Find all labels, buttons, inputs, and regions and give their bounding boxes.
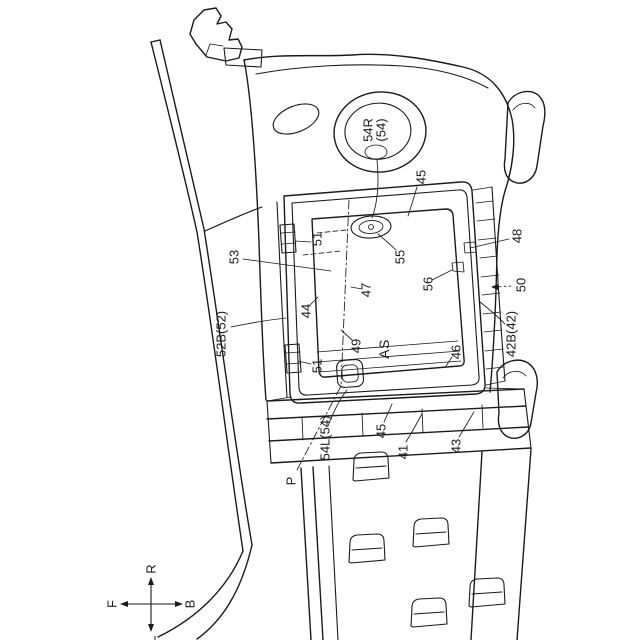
ref-label-53: 53	[227, 250, 242, 264]
frame-mid	[291, 189, 480, 396]
bracket-top-right	[503, 90, 546, 184]
seal-strip-hatching	[475, 200, 505, 370]
ref-label-56: 56	[421, 277, 436, 291]
compass-arrow-right	[175, 601, 183, 607]
leader-49	[340, 329, 353, 341]
ref-label-54r: 54R(54)	[360, 118, 388, 142]
hinge-tab-upper	[279, 223, 297, 254]
opening-floor-lines	[316, 340, 462, 373]
leader-45-top	[407, 186, 418, 217]
filler-outer-ring	[333, 91, 427, 173]
floor-cleat-3	[348, 533, 386, 564]
opening-frame	[276, 181, 506, 471]
body-shoulder-line	[204, 206, 263, 232]
bed-wall-left-inner	[328, 465, 339, 640]
floor-cleat-5	[410, 597, 448, 628]
leader-41	[405, 413, 423, 443]
floor-cleat-4	[468, 577, 506, 608]
ref-label-45-bottom: 45	[374, 424, 389, 438]
label-layer: 54R(54) 45 48 50 42B(42) 53 51 55 56 44 47 49 AS 46 52…	[214, 118, 529, 485]
latch-handle-54l	[336, 359, 365, 388]
ref-label-41: 41	[396, 445, 411, 459]
seal-clip-56	[451, 261, 465, 273]
ref-label-51-upper: 51	[310, 232, 325, 246]
frame-inner-opening	[311, 208, 465, 378]
ref-label-as: AS	[376, 339, 392, 359]
ref-label-47: 47	[359, 283, 374, 297]
bed-wall-right	[470, 448, 532, 640]
compass-label-right: R	[144, 564, 159, 573]
compass-arrow-left	[120, 601, 128, 607]
bracket-bottom-right-detail	[502, 370, 527, 379]
ref-label-49: 49	[349, 339, 364, 353]
leader-44	[309, 296, 319, 306]
roof-clip-base	[223, 47, 263, 68]
frame-left-flange	[276, 201, 288, 398]
cab-edge-inner	[159, 39, 253, 640]
ref-label-48: 48	[510, 229, 525, 243]
leader-43	[458, 411, 475, 438]
leader-48	[469, 238, 510, 249]
hidden-edge-dashed-1	[302, 250, 342, 256]
fuel-filler-54r	[333, 91, 427, 173]
vehicle-body	[150, 7, 546, 640]
leader-54l	[327, 389, 348, 427]
ref-label-52b: 52B(52)	[214, 311, 229, 357]
ref-label-42b: 42B(42)	[504, 311, 519, 357]
seal-clip-48	[463, 241, 477, 254]
roof-clip-part	[189, 7, 243, 62]
body-panel-inner-contour	[255, 64, 489, 89]
bed-wall-left	[300, 466, 324, 640]
body-hole-oval	[272, 103, 320, 135]
inner-cap-55	[350, 215, 392, 239]
leader-55	[377, 233, 397, 251]
leader-45-bottom	[383, 403, 393, 423]
floor-cleat-1	[352, 451, 390, 482]
ref-label-43: 43	[449, 439, 464, 453]
leader-53	[242, 258, 332, 272]
ref-label-50: 50	[514, 278, 529, 292]
ref-label-p: P	[284, 477, 299, 486]
hinge-tab-lower	[284, 343, 302, 374]
leader-46	[445, 356, 453, 367]
bed-band-lines	[266, 388, 532, 464]
ref-label-54l: 54L(54)	[318, 416, 333, 461]
hidden-edge-dashed-2	[316, 229, 347, 234]
ref-label-45-top: 45	[414, 170, 429, 184]
filler-inner-ring	[344, 102, 412, 160]
bracket-top-right-detail	[512, 102, 536, 111]
ref-label-44: 44	[299, 304, 314, 318]
cab-edge-top-join	[150, 39, 161, 43]
leader-lines	[230, 186, 512, 443]
leader-47	[350, 286, 363, 290]
floor-cleat-2	[412, 517, 450, 548]
cab-edge-outer	[150, 41, 244, 638]
bed-band-ends	[266, 388, 532, 464]
compass-label-front: F	[105, 600, 120, 608]
bracket-bottom-right	[496, 359, 538, 439]
filler-cap-detail	[364, 144, 388, 160]
compass-label-back: B	[183, 600, 198, 609]
body-panel-left-edge	[243, 59, 267, 401]
leader-51-lower	[297, 360, 312, 365]
leader-51-upper	[294, 240, 312, 243]
leader-50-arrowhead	[491, 284, 498, 290]
leader-42b	[479, 301, 506, 325]
ref-label-46: 46	[449, 345, 464, 359]
leader-52b	[230, 317, 287, 328]
bed-floor	[266, 387, 532, 640]
leader-56	[431, 269, 453, 281]
compass-label-left: L	[144, 635, 159, 640]
compass-arrow-down	[148, 624, 154, 632]
leader-50	[496, 285, 512, 288]
seal-strip-right	[451, 186, 506, 386]
compass-arrow-up	[148, 577, 154, 585]
roof-clip-detail	[205, 43, 224, 56]
bed-band-ribs	[301, 404, 484, 441]
ref-label-55: 55	[393, 250, 408, 264]
ref-label-51-lower: 51	[310, 359, 325, 373]
direction-compass: F B R L	[105, 564, 198, 640]
frame-to-band-connectors	[266, 387, 525, 402]
